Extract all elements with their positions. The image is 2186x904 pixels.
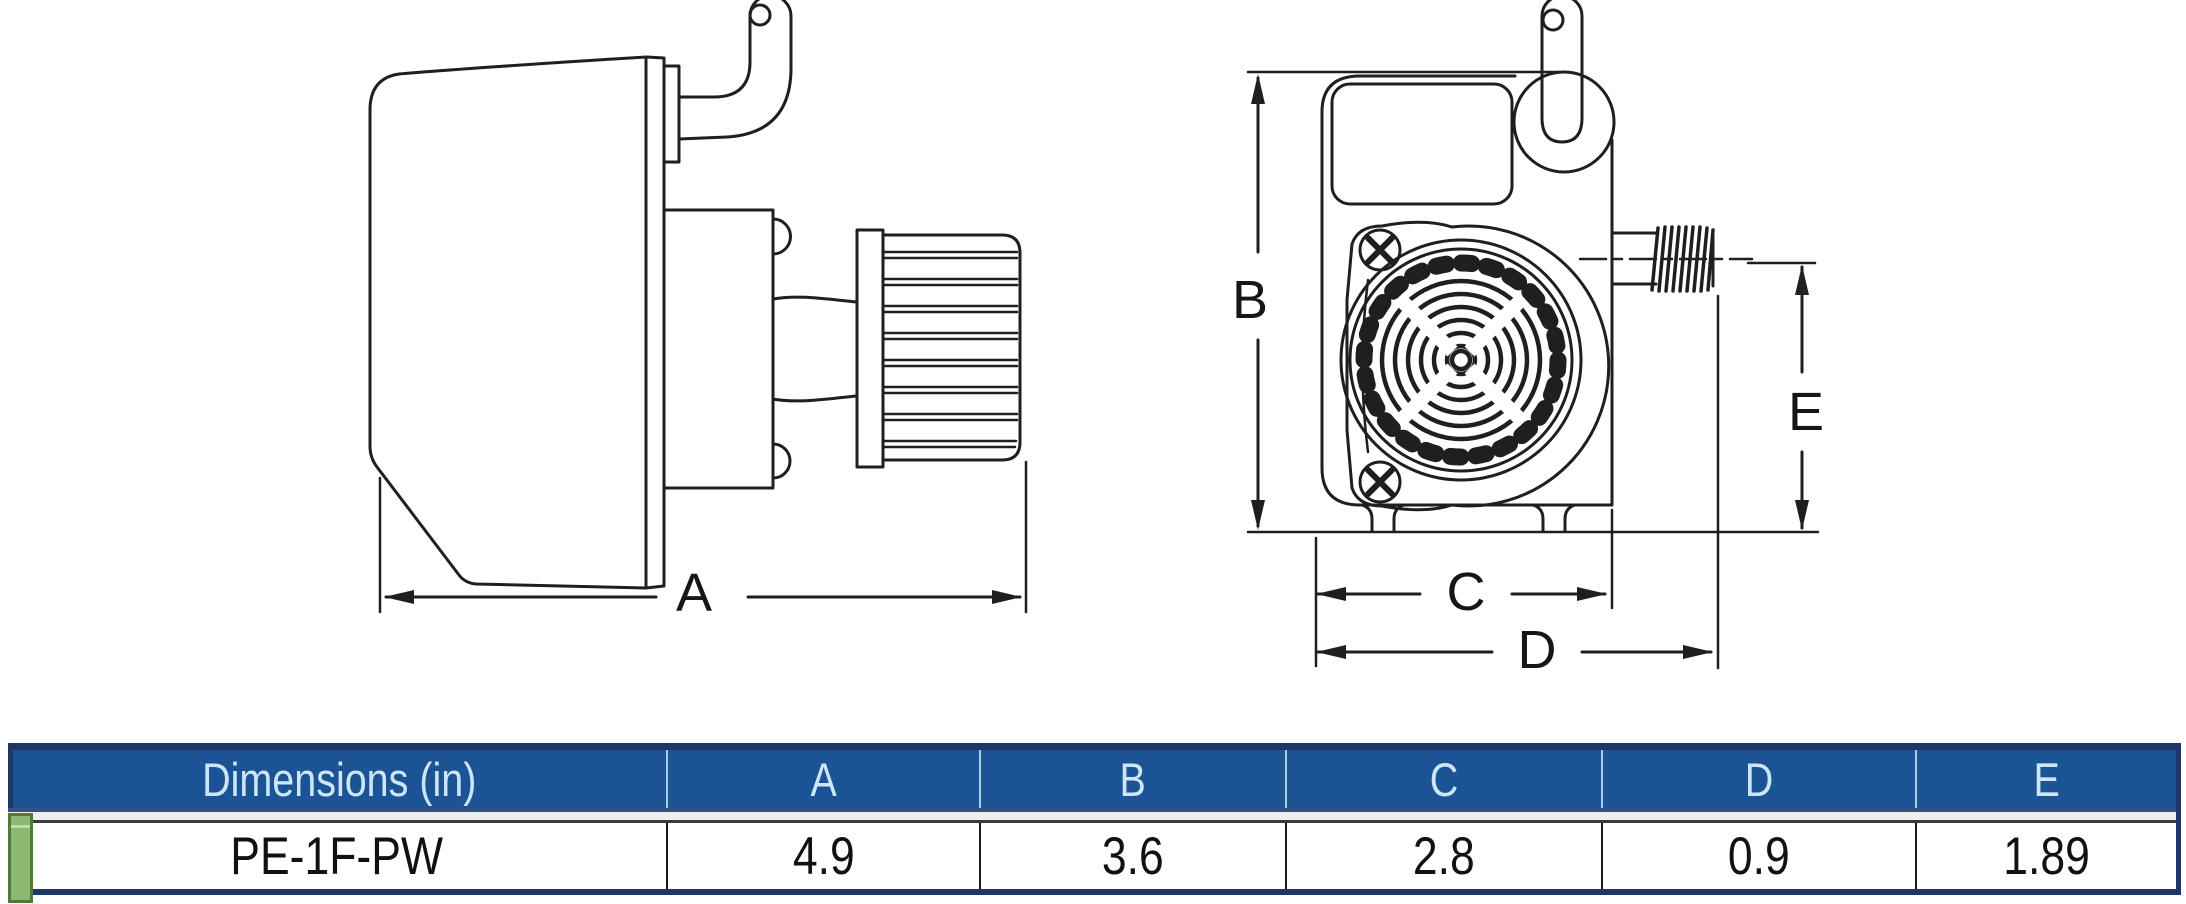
dimension-a: A [378, 460, 1028, 623]
technical-drawing: A [368, 0, 1824, 680]
value-cell-e: 1.89 [1914, 823, 2176, 889]
dim-d-arrow-right [1683, 645, 1713, 659]
table-separator [8, 808, 2176, 823]
screen-grille-ring [1405, 304, 1517, 416]
screen-grille-ring [1418, 317, 1504, 403]
screen-hub [1449, 348, 1473, 372]
dimension-b: B [1232, 74, 1268, 530]
header-cell-d: D [1601, 750, 1915, 808]
phillips-screw-icon [1358, 228, 1402, 272]
dim-label-d: D [1518, 620, 1557, 680]
screen-inner-rim [1348, 247, 1574, 473]
cord-tube-hole [1541, 8, 1565, 32]
volute-housing [662, 208, 775, 490]
dim-c-arrow-right [1577, 587, 1607, 601]
dim-e-arrow-down [1795, 500, 1809, 530]
cord-tube [1540, 0, 1584, 144]
dim-label-a: A [676, 563, 712, 623]
cord-end-hole [748, 3, 772, 27]
row-marker-highlight [11, 825, 30, 828]
cord-boss-circle [1512, 70, 1616, 174]
pump-foot [1360, 503, 1406, 533]
model-cell: PE-1F-PW [8, 823, 666, 889]
screen-grille-ring [1392, 291, 1530, 429]
phillips-screw-icon [1358, 460, 1402, 504]
pump-foot [1531, 503, 1577, 533]
screen-grille-ring [1444, 343, 1478, 377]
value-cell-a: 4.9 [665, 823, 980, 889]
header-cell-dimensions: Dimensions (in) [8, 750, 666, 808]
dim-a-arrow-left [384, 590, 414, 604]
intake-screen [1339, 238, 1583, 482]
screen-outer-rim [1339, 238, 1583, 482]
cord-boss-step [662, 64, 681, 164]
screen-teeth-ring [1355, 254, 1567, 466]
intake-adapter [771, 295, 859, 403]
screen-grille-ring [1379, 278, 1543, 442]
dim-e-arrow-up [1795, 265, 1809, 295]
table-header-row: Dimensions (in) A B C D E [8, 750, 2176, 808]
value-cell-d: 0.9 [1601, 823, 1915, 889]
housing-face-plate [644, 55, 666, 590]
dim-c-extension-lines [1314, 508, 1614, 668]
dim-label-b: B [1232, 270, 1268, 330]
value-cell-c: 2.8 [1284, 823, 1602, 889]
header-cell-e: E [1914, 750, 2176, 808]
dimension-d: D [1316, 294, 1720, 680]
dimension-c: C [1314, 508, 1614, 668]
front-view [1246, 0, 1820, 534]
header-cell-b: B [979, 750, 1285, 808]
dimension-e: E [1746, 261, 1824, 530]
dim-a-arrow-right [992, 590, 1022, 604]
dim-b-arrow-down [1251, 500, 1265, 530]
dim-c-arrow-left [1316, 587, 1346, 601]
volute-screw-boss-bottom [771, 442, 792, 480]
dimensions-table: Dimensions (in) A B C D E PE-1F-PW 4.9 3… [8, 743, 2181, 903]
power-cord-hook [677, 0, 793, 141]
header-cell-a: A [665, 750, 980, 808]
header-cell-c: C [1284, 750, 1602, 808]
volute-screw-boss-top [771, 217, 792, 256]
strainer-ribs [881, 250, 1019, 449]
dim-label-e: E [1788, 382, 1824, 442]
outlet-tube [1610, 231, 1658, 286]
strainer-flange [855, 228, 885, 469]
dim-a-extension-lines [378, 460, 1028, 614]
screen-spoke-gaps [1397, 296, 1525, 424]
screen-grille-ring [1431, 330, 1491, 390]
pump-body-outline [1320, 74, 1614, 507]
dim-b-arrow-up [1251, 74, 1265, 104]
motor-housing-outline [368, 55, 648, 590]
value-cell-b: 3.6 [979, 823, 1285, 889]
side-view [368, 0, 1022, 590]
dim-label-c: C [1447, 562, 1486, 622]
discharge-outlet [1578, 225, 1754, 293]
row-marker [8, 813, 33, 903]
strainer-body [881, 233, 1022, 462]
screen-plate [1345, 220, 1611, 512]
table-data-row: PE-1F-PW 4.9 3.6 2.8 0.9 1.89 [8, 823, 2176, 889]
label-recess [1330, 82, 1514, 206]
dim-d-arrow-left [1316, 645, 1346, 659]
